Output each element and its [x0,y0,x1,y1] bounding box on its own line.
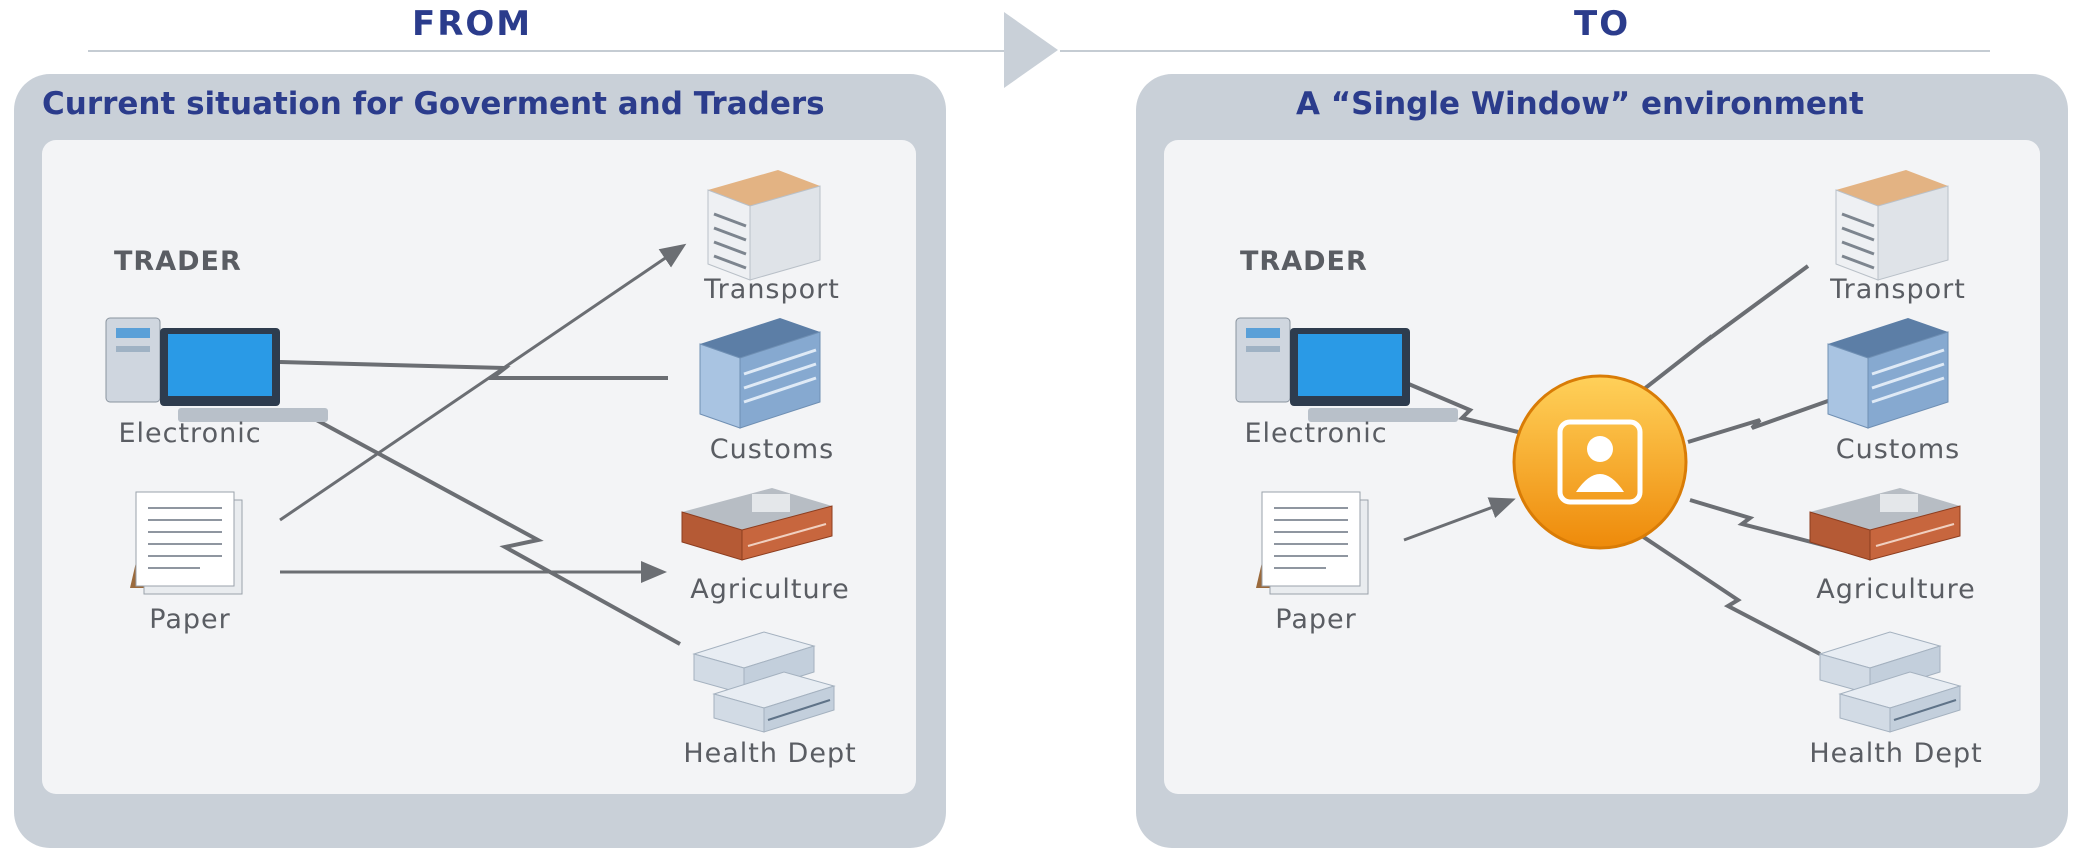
connector-r-paper-hub [1403,497,1516,542]
right-trader-heading: TRADER [1240,246,1368,277]
connector-r-electronic-hub [1403,380,1519,434]
left-agency-health-dept: Health Dept [683,738,857,769]
from-heading: FROM [412,4,533,44]
transport-building-icon [707,170,821,281]
transport-building-icon [1835,170,1949,281]
computer-icon [105,317,328,422]
right-agency-customs: Customs [1835,434,1961,465]
paper-document-icon [130,491,243,595]
customs-building-icon [699,318,821,429]
left-agency-customs: Customs [709,434,835,465]
header-arrow-icon [1004,12,1058,88]
header-arrow-graphic [1004,12,1058,88]
connector-electronic-customs [279,360,668,380]
left-trader-heading: TRADER [114,246,242,277]
left-source-electronic: Electronic [118,418,262,449]
left-source-paper: Paper [149,604,231,635]
connector-r-hub-transport [1628,264,1810,402]
agriculture-building-icon [1809,488,1961,561]
left-agency-transport: Transport [704,274,840,305]
computer-icon [1235,317,1458,422]
header-divider-right [1060,50,1990,52]
agriculture-building-icon [681,488,833,561]
right-agency-health-dept: Health Dept [1809,738,1983,769]
connector-r-hub-health [1628,526,1821,656]
right-agency-transport: Transport [1830,274,1966,305]
diagram-connectors [105,170,1962,733]
connector-r-hub-agriculture [1689,498,1843,552]
connector-r-hub-customs [1687,394,1843,444]
connector-electronic-health [297,408,681,646]
paper-document-icon [1256,491,1369,595]
right-source-paper: Paper [1275,604,1357,635]
connector-paper-transport [279,243,687,522]
health-dept-building-icon [1818,631,1962,733]
single-window-hub [1512,374,1688,550]
right-agency-agriculture: Agriculture [1816,574,1976,605]
right-panel-title: A “Single Window” environment [1296,86,1864,122]
left-panel-title: Current situation for Goverment and Trad… [42,86,825,122]
customs-building-icon [1827,318,1949,429]
header-divider-left [88,50,1008,52]
left-agency-agriculture: Agriculture [690,574,850,605]
right-source-electronic: Electronic [1244,418,1388,449]
to-heading: TO [1574,4,1631,44]
health-dept-building-icon [692,631,836,733]
